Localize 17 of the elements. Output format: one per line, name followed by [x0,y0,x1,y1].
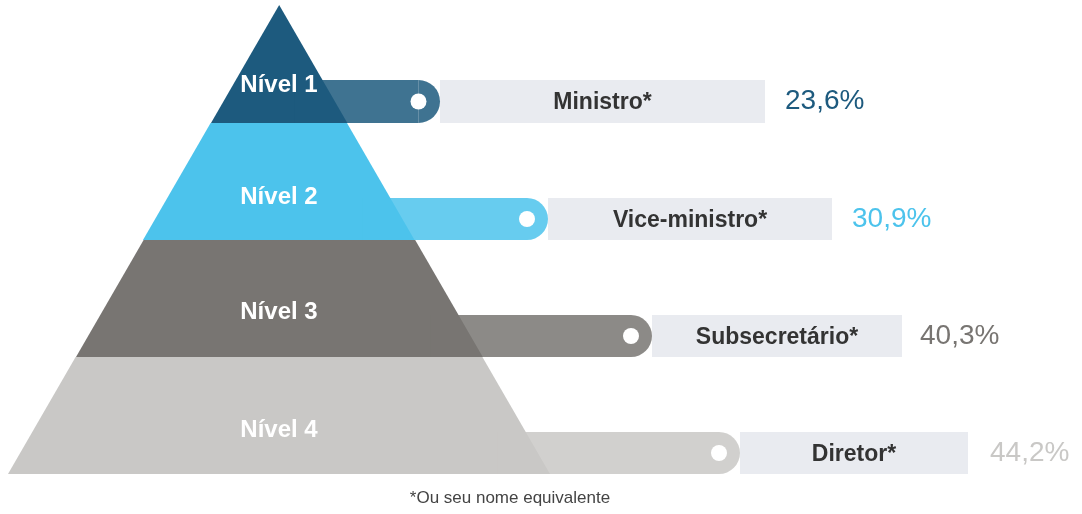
percentage-value: 30,9% [852,202,932,234]
percentage-value: 23,6% [785,84,865,116]
role-label: Vice-ministro* [612,205,768,233]
percentage-value: 40,3% [920,319,1000,351]
level-label: Nível 1 [240,70,318,97]
level-label: Nível 4 [240,415,318,442]
footnote: *Ou seu nome equivalente [409,488,611,507]
level-label: Nível 3 [240,297,318,324]
level-label: Nível 2 [240,182,318,209]
role-bar [548,198,832,240]
role-label: Ministro* [553,88,652,115]
role-bar [440,80,765,123]
role-bar [740,432,968,474]
role-label: Subsecretário* [695,322,859,350]
role-bar [652,315,902,357]
percentage-value: 44,2% [990,436,1070,468]
role-label: Diretor* [811,439,897,467]
